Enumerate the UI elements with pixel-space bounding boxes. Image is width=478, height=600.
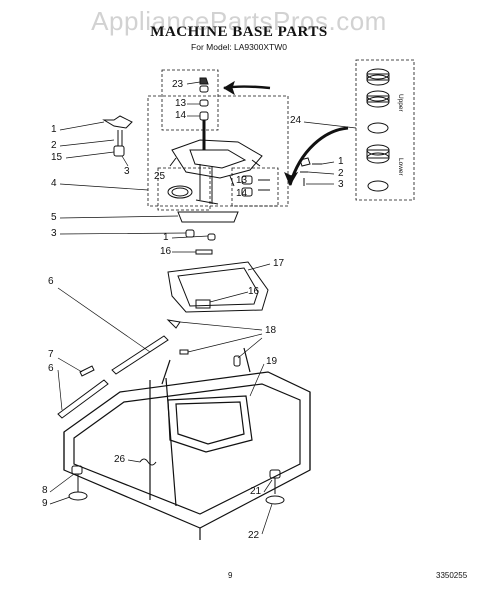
misc-parts	[139, 319, 241, 466]
callout-18: 18	[265, 325, 277, 336]
page-number: 9	[228, 571, 233, 580]
callout-19: 19	[266, 356, 278, 367]
callout-7: 7	[48, 349, 54, 360]
callout-17: 17	[273, 258, 285, 269]
callout-5: 5	[51, 212, 57, 223]
callout-16: 16	[160, 246, 172, 257]
transmission-box	[147, 69, 289, 211]
callout-1: 1	[51, 124, 57, 135]
callout-22: 22	[248, 530, 260, 541]
callout-15: 15	[51, 152, 63, 163]
callout-25: 25	[154, 171, 166, 182]
callout-21: 21	[250, 486, 262, 497]
callout-14: 14	[175, 110, 187, 121]
callout-1: 1	[338, 156, 344, 167]
callout-3: 3	[51, 228, 57, 239]
callout-1: 1	[163, 232, 169, 243]
callout-24: 24	[290, 115, 302, 126]
callout-16: 16	[248, 286, 260, 297]
callout-2: 2	[51, 140, 57, 151]
callout-3: 3	[338, 179, 344, 190]
callout-9: 9	[42, 498, 48, 509]
diagram-title: MACHINE BASE PARTS	[150, 24, 328, 40]
inset-label-upper: Upper	[397, 94, 404, 112]
shaft-parts	[199, 77, 209, 150]
callout-2: 2	[338, 168, 344, 179]
lower-plate	[177, 211, 239, 255]
callout-4: 4	[51, 178, 57, 189]
callout-13: 13	[175, 98, 187, 109]
watermark: AppliancePartsPros.com	[91, 6, 387, 36]
callout-8: 8	[42, 485, 48, 496]
leveling-feet	[68, 465, 285, 505]
transmission	[167, 139, 263, 205]
mounting-plate	[167, 261, 269, 313]
bearing-inset	[355, 59, 415, 201]
callout-13: 13	[236, 175, 248, 186]
leader-lines	[49, 81, 357, 535]
inset-label-lower: Lower	[397, 158, 404, 176]
model-number: For Model: LA9300XTW0	[191, 42, 287, 52]
callout-23: 23	[172, 79, 184, 90]
rails	[57, 335, 169, 419]
machine-base-frame	[63, 347, 311, 540]
callout-26: 26	[114, 454, 126, 465]
pump-parts	[241, 157, 322, 197]
document-number: 3350255	[436, 571, 468, 580]
callout-6: 6	[48, 363, 54, 374]
callout-6: 6	[48, 276, 54, 287]
callout-3: 3	[124, 166, 130, 177]
callout-14: 14	[236, 188, 248, 199]
left-bracket-parts	[102, 115, 133, 157]
